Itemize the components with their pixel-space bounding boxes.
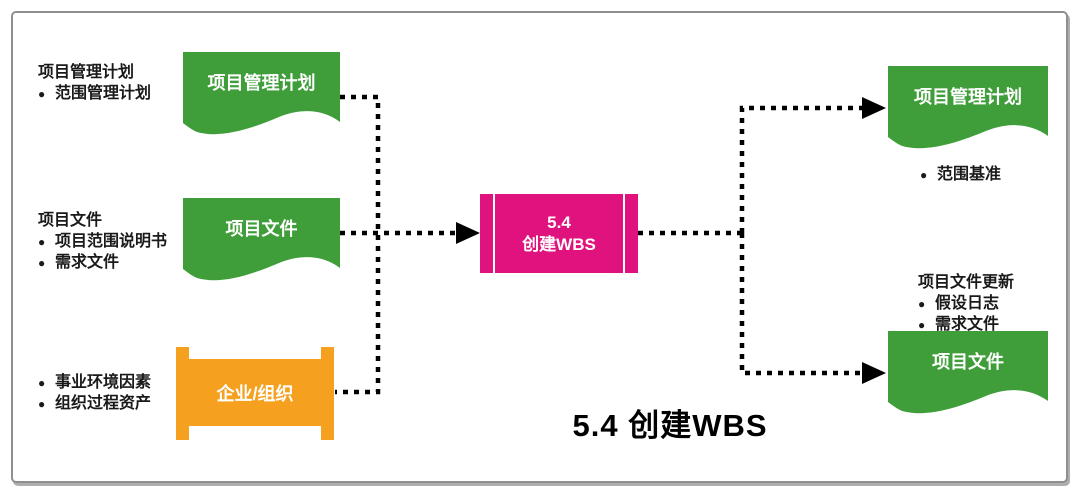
bullet-item: 范围管理计划 [38, 83, 151, 105]
document-shape-icon [183, 52, 340, 135]
output-doc-project-documents: 项目文件 [888, 331, 1048, 417]
scroll-end-bar [321, 347, 334, 440]
output-annotation-pmp: 范围基准 [920, 164, 1001, 186]
scroll-end-bar [176, 347, 189, 440]
input-annotation-docs: 项目文件 项目范围说明书 需求文件 [38, 210, 167, 274]
input-annotation-pmp: 项目管理计划 范围管理计划 [38, 62, 151, 105]
bullet-item: 假设日志 [918, 293, 1014, 315]
shape-label: 企业/组织 [187, 359, 323, 426]
bullet-list: 范围基准 [920, 164, 1001, 186]
shape-label: 项目管理计划 [914, 87, 1022, 107]
diagram-title: 5.4 创建WBS [572, 408, 768, 443]
bullet-list: 范围管理计划 [38, 83, 151, 105]
bullet-item: 项目范围说明书 [38, 231, 167, 253]
output-doc-project-management-plan: 项目管理计划 [888, 66, 1048, 152]
input-doc-project-documents: 项目文件 [183, 198, 340, 284]
annotation-title: 项目管理计划 [38, 64, 135, 81]
input-enterprise-organization-shape: 企业/组织 [176, 347, 334, 440]
bullet-item: 需求文件 [918, 314, 1014, 336]
output-annotation-docs: 项目文件更新 假设日志 需求文件 [918, 272, 1015, 336]
bullet-item: 事业环境因素 [38, 372, 151, 394]
annotation-title: 项目文件更新 [918, 274, 1015, 291]
input-annotation-org: 事业环境因素 组织过程资产 [38, 372, 151, 415]
shape-label: 项目管理计划 [207, 73, 316, 93]
bullet-item: 组织过程资产 [38, 393, 151, 415]
shape-label: 项目文件 [225, 219, 298, 239]
document-shape-icon [888, 331, 1048, 414]
bullet-list: 假设日志 需求文件 [918, 293, 1014, 336]
process-box-divider [623, 194, 625, 273]
shape-label: 项目文件 [932, 352, 1004, 372]
process-name: 创建WBS [522, 234, 596, 254]
bullet-list: 项目范围说明书 需求文件 [38, 231, 167, 274]
annotation-title: 项目文件 [38, 212, 103, 229]
document-shape-icon [888, 66, 1048, 149]
process-box-create-wbs: 5.4 创建WBS [480, 194, 638, 273]
bullet-list: 事业环境因素 组织过程资产 [38, 372, 151, 415]
process-box-divider [493, 194, 495, 273]
process-code: 5.4 [547, 212, 571, 232]
bullet-item: 范围基准 [920, 164, 1001, 186]
input-doc-project-management-plan: 项目管理计划 [183, 52, 340, 138]
bullet-item: 需求文件 [38, 252, 167, 274]
document-shape-icon [183, 198, 340, 281]
